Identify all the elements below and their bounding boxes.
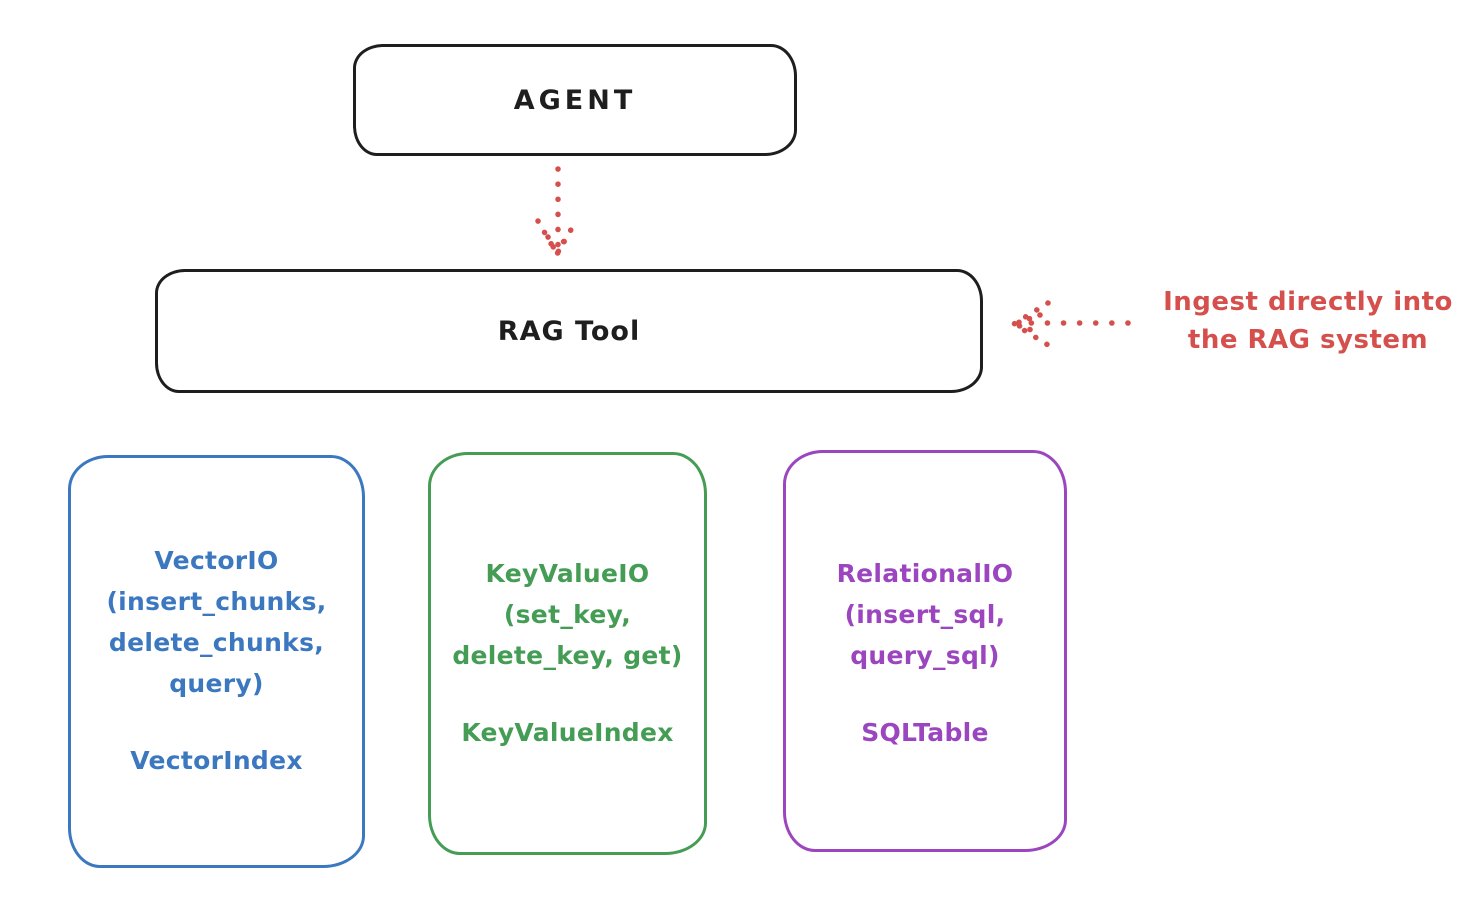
keyvalue-io-node: KeyValueIO (set_key, delete_key, get) Ke… <box>428 452 707 855</box>
ingest-annotation-line1: Ingest directly into <box>1163 287 1453 317</box>
keyvalue-io-title: KeyValueIO <box>485 559 650 588</box>
vector-io-args-line3: query) <box>169 669 264 698</box>
vector-io-args-line2: delete_chunks, <box>108 628 325 657</box>
ingest-arrow <box>1005 300 1131 348</box>
vector-io-args-line1: (insert_chunks, <box>106 587 327 616</box>
vector-index-label: VectorIndex <box>130 746 303 775</box>
relational-io-title: RelationalIO <box>836 559 1014 588</box>
relational-io-args-line1: (insert_sql, <box>844 600 1006 629</box>
ingest-annotation: Ingest directly into the RAG system <box>1140 283 1476 359</box>
rag-tool-label: RAG Tool <box>497 315 641 347</box>
vector-io-title: VectorIO <box>154 546 279 575</box>
ingest-annotation-line2: the RAG system <box>1187 325 1429 355</box>
sql-table-label: SQLTable <box>861 718 989 747</box>
keyvalue-index-label: KeyValueIndex <box>461 718 674 747</box>
relational-io-node: RelationalIO (insert_sql, query_sql) SQL… <box>783 450 1067 852</box>
keyvalue-io-args-line2: delete_key, get) <box>452 641 683 670</box>
agent-node: AGENT <box>353 44 797 156</box>
rag-tool-node: RAG Tool <box>155 269 983 393</box>
agent-to-ragtool-arrow <box>535 166 579 260</box>
vector-io-node: VectorIO (insert_chunks, delete_chunks, … <box>68 455 365 868</box>
agent-label: AGENT <box>513 84 637 116</box>
keyvalue-io-args-line1: (set_key, <box>503 600 632 629</box>
relational-io-args-line2: query_sql) <box>850 641 1000 670</box>
